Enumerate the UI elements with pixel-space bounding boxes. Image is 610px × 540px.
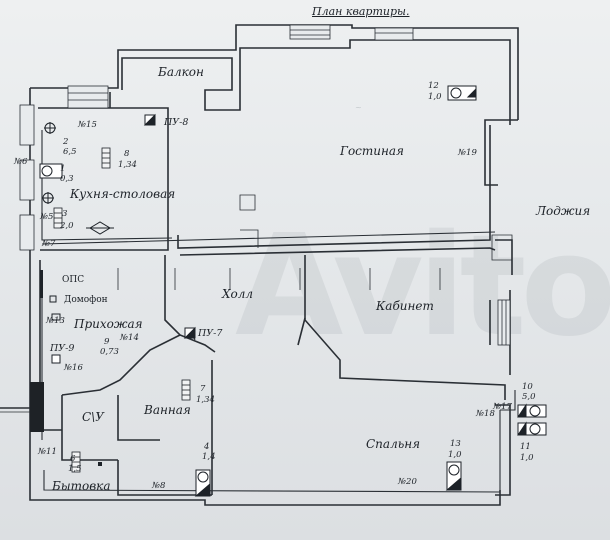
line-14: №14 [120,333,139,343]
line-18: №18 [476,409,495,419]
room-study: Кабинет [376,299,434,313]
room-entry: Прихожая [74,317,143,331]
line-6: №6 [14,157,28,167]
panel-pu9-icon [51,354,61,364]
line-19: №19 [458,148,477,158]
marker-4-value: 1,4 [202,452,216,462]
marker-8-value: 1,34 [118,160,137,170]
line-7: №7 [42,239,56,249]
room-utility: Бытовка [52,479,111,493]
panel-pu7-label: ПУ-7 [198,328,223,339]
equipment-ops: ОПС [62,275,85,285]
marker-1-value: 0,3 [60,174,74,184]
marker-4-number: 4 [204,442,210,452]
marker-3-value: 2,0 [60,221,74,231]
outer-wall [30,24,519,120]
marker-11-number: 11 [520,442,531,452]
watermark: Avito [235,205,610,368]
room-bath: Ванная [144,403,191,417]
main-board [0,382,44,432]
room-hall: Холл [222,287,254,301]
line-13: №13 [46,316,65,326]
line-20: №20 [398,477,417,487]
marker-12-value: 1,0 [428,92,442,102]
marker-10-number: 10 [522,382,533,392]
room-balcony: Балкон [158,65,204,79]
marker-12-number: 12 [428,81,439,91]
ghost-text: ~ [355,103,362,112]
marker-9-number: 9 [104,337,110,347]
marker-6-value: 1,5 [68,464,82,474]
line-8: №8 [152,481,166,491]
line-15: №15 [78,120,97,130]
marker-7-number: 7 [200,384,206,394]
marker-10-value: 5,0 [522,392,536,402]
marker-2-value: 6,5 [63,147,77,157]
line-17: №17 [493,402,512,412]
marker-11-value: 1,0 [520,453,534,463]
marker-6-number: 6 [70,454,76,464]
plan-title: План квартиры. [312,5,410,18]
marker-7-value: 1,34 [196,395,215,405]
line-11: №11 [38,447,57,457]
marker-1-number: 1 [60,164,66,174]
room-living: Гостиная [340,144,405,158]
panel-pu9-label: ПУ-9 [50,343,75,354]
line-16: №16 [64,363,83,373]
line-5: №5 [40,212,54,222]
equipment-intercom: Домофон [64,295,108,305]
marker-13-value: 1,0 [448,450,462,460]
marker-8-number: 8 [124,149,130,159]
room-loggia: Лоджия [536,204,591,218]
marker-9-value: 0,73 [100,347,119,357]
panel-pu8-label: ПУ-8 [164,117,189,128]
marker-13-number: 13 [450,439,461,449]
marker-3-number: 3 [62,209,68,219]
marker-2-number: 2 [63,137,69,147]
outer-wall-right [484,119,518,186]
room-bedroom: Спальня [366,437,421,451]
room-wc: С\У [82,410,104,424]
room-kitchen: Кухня-столовая [70,187,176,201]
